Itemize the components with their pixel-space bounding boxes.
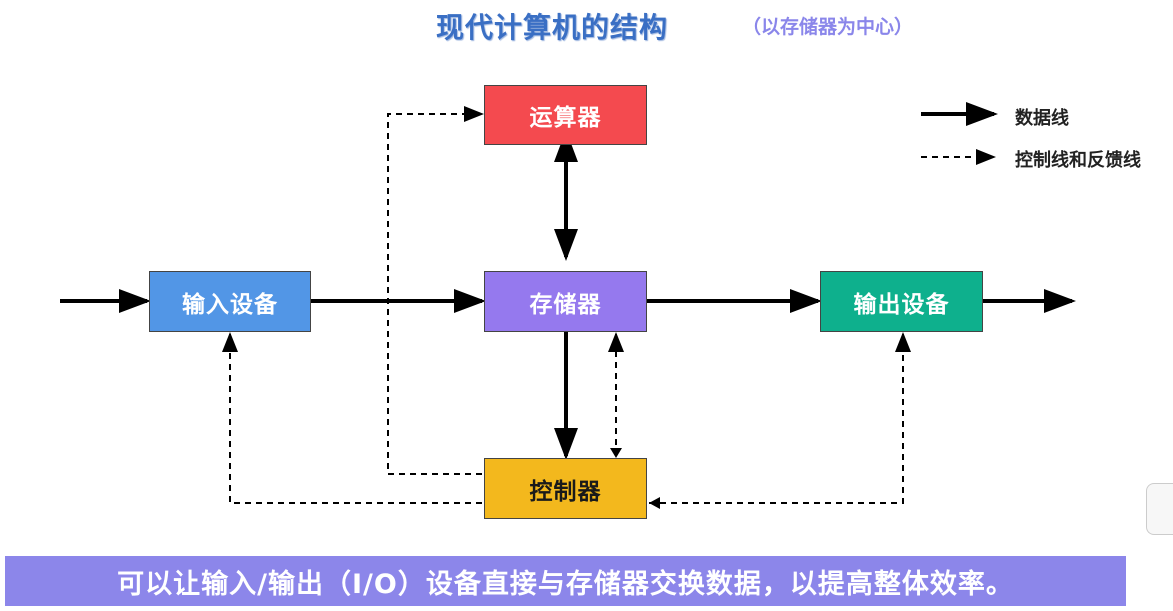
alu-node: 运算器 (484, 85, 647, 145)
input-device-node: 输入设备 (149, 271, 311, 332)
feedback-arrowhead-into-controller (610, 448, 622, 458)
controller-node: 控制器 (484, 458, 647, 519)
diagram-subtitle: （以存储器为中心） (742, 16, 914, 38)
control-line-controller-to-alu (387, 106, 484, 475)
memory-node: 存储器 (484, 271, 647, 332)
summary-banner: 可以让输入/输出（I/O）设备直接与存储器交换数据，以提高整体效率。 (5, 556, 1126, 606)
legend-control-line-label: 控制线和反馈线 (1015, 150, 1141, 171)
legend-data-line-label: 数据线 (1015, 108, 1069, 129)
control-line-controller-to-input (222, 332, 482, 504)
feedback-arrowhead-output-to-controller (649, 497, 660, 509)
output-device-node: 输出设备 (820, 271, 983, 332)
side-panel-handle[interactable] (1146, 483, 1173, 535)
control-line-controller-to-output (649, 332, 911, 504)
diagram-title: 现代计算机的结构 (436, 11, 669, 44)
